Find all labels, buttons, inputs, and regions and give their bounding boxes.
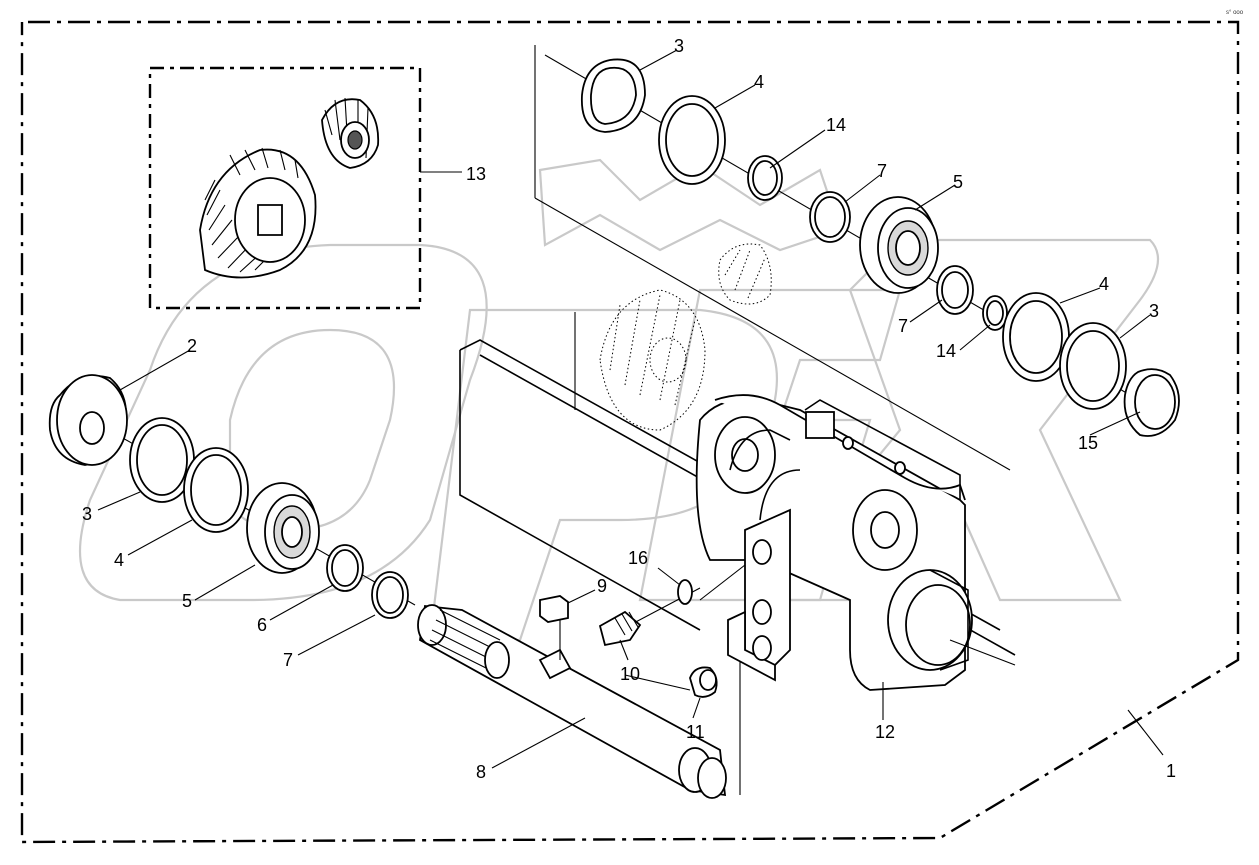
callout-11: 11: [686, 722, 705, 742]
callout-7-mid: 7: [898, 316, 908, 336]
bevel-gear-set: [199, 97, 380, 279]
gear-set-boundary: [148, 66, 422, 310]
assembly-boundary: [20, 20, 1240, 844]
callout-12: 12: [875, 722, 895, 742]
callout-9: 9: [597, 576, 607, 596]
callout-3-right: 3: [1149, 301, 1159, 321]
callout-16: 16: [628, 548, 648, 568]
callout-14-mid: 14: [936, 341, 956, 361]
callout-4-top: 4: [754, 72, 764, 92]
callout-5-top: 5: [953, 172, 963, 192]
gearbox-housing: [459, 339, 1016, 691]
callout-13: 13: [466, 164, 486, 184]
callout-7-left: 7: [283, 650, 293, 670]
callout-7-top: 7: [877, 161, 887, 181]
callout-10: 10: [620, 664, 640, 684]
callout-4-left: 4: [114, 550, 124, 570]
callout-15: 15: [1078, 433, 1098, 453]
callout-3-top: 3: [674, 36, 684, 56]
callout-3-left: 3: [82, 504, 92, 524]
upper-shaft-parts: [581, 58, 1180, 437]
left-shaft-parts: [48, 374, 409, 619]
callout-6: 6: [257, 615, 267, 635]
dotted-gears-inside-housing: [599, 243, 772, 431]
small-parts: [539, 579, 718, 698]
corner-code: s° ooo: [1226, 10, 1244, 16]
callout-4-right: 4: [1099, 274, 1109, 294]
input-shaft: [417, 604, 727, 799]
callout-14-top: 14: [826, 115, 846, 135]
callout-5-left: 5: [182, 591, 192, 611]
callout-8: 8: [476, 762, 486, 782]
leader-lines: [97, 49, 1164, 769]
callout-labels: 1 2 3 3 3 4 4 4 5 5 6 7 7 7 8 9 10 11 12…: [82, 36, 1176, 782]
callout-2: 2: [187, 336, 197, 356]
callout-1: 1: [1166, 761, 1176, 781]
